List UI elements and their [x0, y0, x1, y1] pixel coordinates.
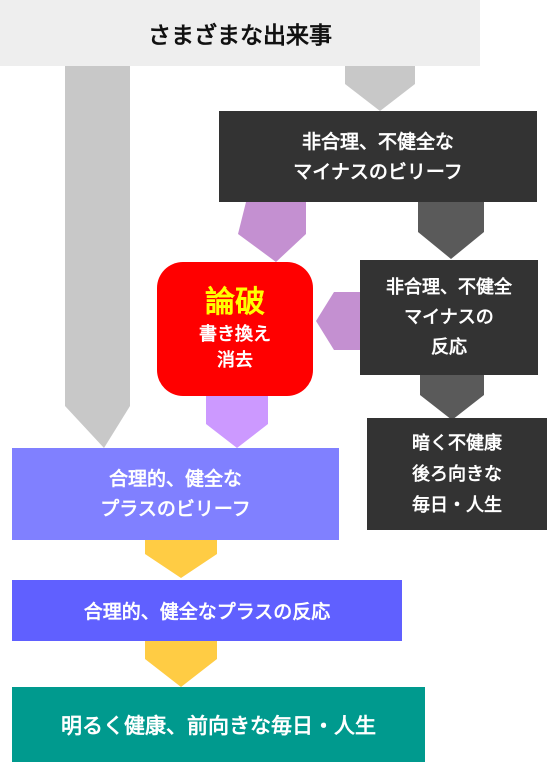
- bright-life-box: 明るく健康、前向きな毎日・人生: [12, 687, 425, 762]
- dark-arrow-belief-reaction: [418, 202, 484, 259]
- irrational-reaction-line-3: 反応: [431, 336, 467, 358]
- dispute-box: 論破 書き換え 消去: [157, 262, 313, 396]
- events-title: さまざまな出来事: [148, 23, 332, 49]
- dispute-main: 論破: [205, 285, 265, 320]
- dark-life-line-1: 暗く不健康: [412, 432, 502, 454]
- irrational-belief-box: 非合理、不健全な マイナスのビリーフ: [219, 111, 537, 202]
- rational-belief-box: 合理的、健全な プラスのビリーフ: [12, 448, 339, 540]
- dispute-sub-2: 消去: [217, 350, 253, 371]
- irrational-reaction-line-2: マイナスの: [404, 306, 494, 328]
- irrational-reaction-box: 非合理、不健全 マイナスの 反応: [360, 260, 538, 375]
- rational-belief-line-1: 合理的、健全な: [108, 468, 242, 490]
- yellow-arrow-1: [145, 540, 217, 578]
- dark-life-box: 暗く不健康 後ろ向きな 毎日・人生: [367, 418, 547, 530]
- bright-life-text: 明るく健康、前向きな毎日・人生: [61, 713, 376, 738]
- rational-belief-line-2: プラスのビリーフ: [100, 498, 251, 520]
- rational-reaction-text: 合理的、健全なプラスの反応: [83, 601, 331, 623]
- dark-arrow-reaction-life: [420, 375, 484, 420]
- irrational-belief-line-1: 非合理、不健全な: [301, 130, 454, 153]
- purple-arrow-belief: [238, 202, 306, 262]
- yellow-arrow-2: [145, 641, 217, 687]
- dark-life-line-3: 毎日・人生: [412, 494, 502, 516]
- events-box: さまざまな出来事: [0, 0, 480, 66]
- dispute-sub-1: 書き換え: [199, 324, 271, 345]
- irrational-belief-line-2: マイナスのビリーフ: [293, 160, 463, 183]
- irrational-reaction-line-1: 非合理、不健全: [386, 276, 512, 298]
- dark-life-line-2: 後ろ向きな: [412, 463, 502, 485]
- rational-reaction-box: 合理的、健全なプラスの反応: [12, 580, 402, 641]
- lavender-arrow-dispute: [206, 396, 268, 448]
- gray-short-arrow: [345, 66, 415, 111]
- gray-long-arrow: [62, 66, 142, 448]
- purple-arrow-reaction: [316, 292, 362, 350]
